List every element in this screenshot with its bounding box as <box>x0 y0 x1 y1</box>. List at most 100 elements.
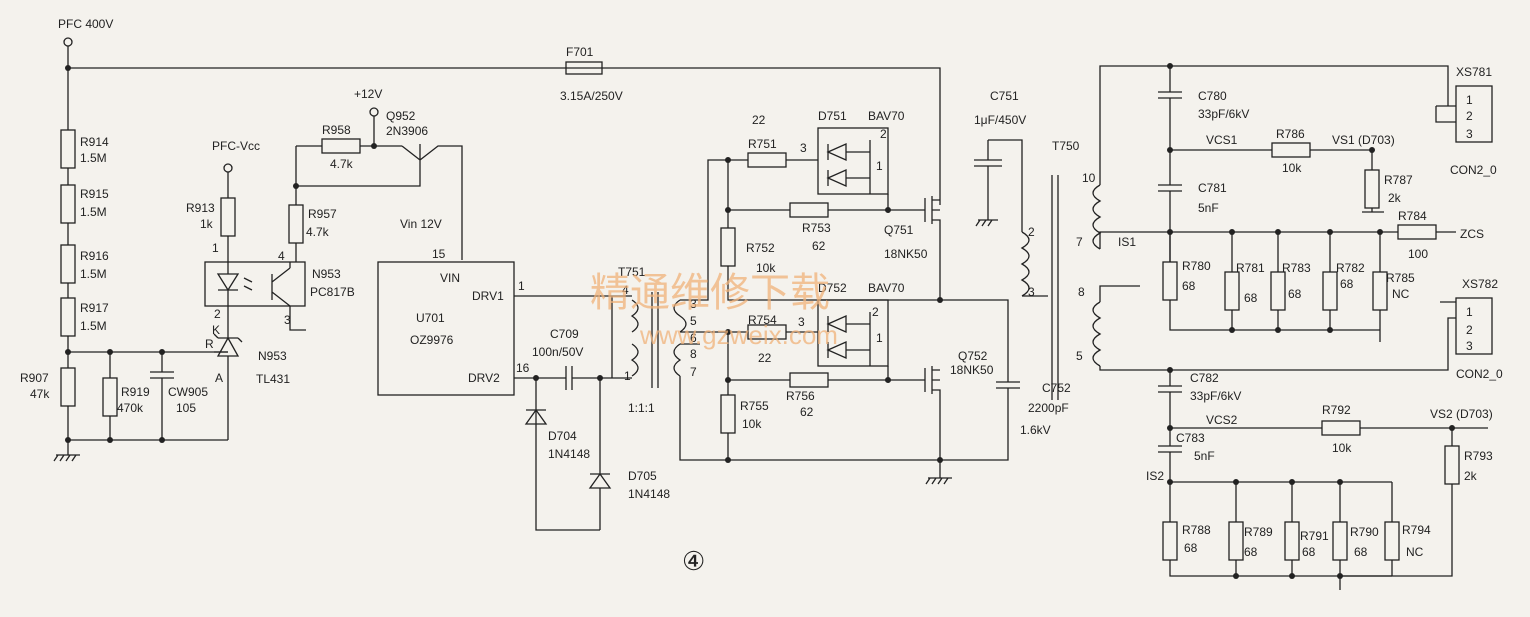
c782-val: 33pF/6kV <box>1190 389 1241 403</box>
d751-pin-1: 1 <box>876 159 883 173</box>
r791-val: 68 <box>1302 545 1316 559</box>
c780-val: 33pF/6kV <box>1198 107 1249 121</box>
r784-val: 100 <box>1408 247 1428 261</box>
vin12-label: Vin 12V <box>400 217 442 231</box>
opto-pin-3: 3 <box>284 313 291 327</box>
ground-symbol <box>925 460 952 485</box>
vs1-label: VS1 (D703) <box>1332 133 1395 147</box>
vs2-label: VS2 (D703) <box>1430 407 1493 421</box>
r755-ref: R755 <box>740 399 769 413</box>
xs782-type: CON2_0 <box>1456 367 1503 381</box>
r751-top-value: 22 <box>752 113 766 127</box>
d752-ref: D752 <box>818 281 847 295</box>
d752-pin-1: 1 <box>876 331 883 345</box>
xs782-pin-2: 2 <box>1466 323 1473 337</box>
r753-val: 62 <box>812 239 826 253</box>
xs781-pin-2: 2 <box>1466 109 1473 123</box>
r755-val: 10k <box>742 417 762 431</box>
c783-val: 5nF <box>1194 449 1215 463</box>
tl431-pin-k: K <box>212 323 220 337</box>
r793-body <box>1444 445 1460 485</box>
d752-package <box>817 299 889 367</box>
r785-val: NC <box>1392 287 1410 301</box>
r755-body <box>720 394 736 434</box>
c781-val: 5nF <box>1198 201 1219 215</box>
opto-pin-2: 2 <box>214 307 221 321</box>
d751-ref: D751 <box>818 109 847 123</box>
connector-xs782: XS782 1 2 3 CON2_0 <box>1455 277 1503 381</box>
d704-val: 1N4148 <box>548 447 590 461</box>
r788-ref: R788 <box>1182 523 1211 537</box>
zcs-label: ZCS <box>1460 227 1484 241</box>
r756-ref: R756 <box>786 389 815 403</box>
r914-body <box>60 129 76 169</box>
upper-gate-network: 22 R751 R753 62 R752 10k D751 BAV70 2 3 … <box>720 109 943 303</box>
u701-pin-16: 16 <box>516 361 530 375</box>
c751-val: 1μF/450V <box>974 113 1026 127</box>
r783-ref: R783 <box>1282 261 1311 275</box>
t750-pin-2: 2 <box>1028 225 1035 239</box>
u701-vin: VIN <box>440 271 460 285</box>
r917-val: 1.5M <box>80 319 107 333</box>
t751-pin-6: 6 <box>690 331 697 345</box>
r792-body <box>1321 420 1361 436</box>
d705-ref: D705 <box>628 469 657 483</box>
pfc-400v-terminal <box>63 37 73 47</box>
t750-pin-8: 8 <box>1078 285 1085 299</box>
r753-ref: R753 <box>802 221 831 235</box>
r790-val: 68 <box>1354 545 1368 559</box>
r958-val: 4.7k <box>330 157 354 171</box>
u701-controller: Vin 12V 15 VIN DRV1 DRV2 U701 OZ9976 1 1… <box>377 217 612 396</box>
xs782-pin-3: 3 <box>1466 339 1473 353</box>
r794-ref: R794 <box>1402 523 1431 537</box>
r915-val: 1.5M <box>80 205 107 219</box>
pfc-sense-section: PFC 400V R914 1.5M R915 1.5M R916 1.5M R… <box>20 17 941 462</box>
t751-ratio: 1:1:1 <box>628 401 655 415</box>
optocoupler-pc817: PFC-Vcc R913 1k 1 2 3 4 N953 PC817B <box>186 139 355 331</box>
r780-val: 68 <box>1182 279 1196 293</box>
r787-ref: R787 <box>1384 173 1413 187</box>
opto-val: PC817B <box>310 285 355 299</box>
r907-val: 47k <box>30 387 50 401</box>
r754-body <box>747 324 787 340</box>
xs781-pin-3: 3 <box>1466 127 1473 141</box>
r788-body <box>1162 521 1178 561</box>
t750-ref: T750 <box>1052 139 1080 153</box>
r786-val: 10k <box>1282 161 1302 175</box>
r907-body <box>60 367 76 407</box>
watermark-url: www.gzweix.com <box>639 320 838 350</box>
r787-val: 2k <box>1388 191 1402 205</box>
r752-ref: R752 <box>746 241 775 255</box>
is2-label: IS2 <box>1146 469 1164 483</box>
d752-val: BAV70 <box>868 281 905 295</box>
r787-body <box>1364 169 1380 209</box>
tl431-pin-a: A <box>215 371 223 385</box>
t750-pin-7: 7 <box>1076 235 1083 249</box>
r756-val: 62 <box>800 405 814 419</box>
r794-body <box>1384 521 1400 561</box>
r789-body <box>1228 521 1244 561</box>
r782-ref: R782 <box>1336 261 1365 275</box>
c752-val: 2200pF <box>1028 401 1069 415</box>
q751-val: 18NK50 <box>884 247 928 261</box>
t751-pin-8: 8 <box>690 347 697 361</box>
r792-ref: R792 <box>1322 403 1351 417</box>
r754-ref: R754 <box>748 313 777 327</box>
plus12v-terminal <box>369 107 379 117</box>
figure-number: ④ <box>682 546 705 576</box>
r916-ref: R916 <box>80 249 109 263</box>
r913-val: 1k <box>200 217 214 231</box>
optocoupler-body <box>204 261 306 307</box>
xs781-type: CON2_0 <box>1450 163 1497 177</box>
r919-body <box>102 377 118 417</box>
c780-ref: C780 <box>1198 89 1227 103</box>
r786-ref: R786 <box>1276 127 1305 141</box>
xs782-body <box>1455 297 1493 355</box>
r752-body <box>720 227 736 267</box>
tl431-regulator: R K A N953 TL431 <box>205 320 290 440</box>
r916-val: 1.5M <box>80 267 107 281</box>
xs781-body <box>1455 85 1493 143</box>
opto-ref: N953 <box>312 267 341 281</box>
q952-val: 2N3906 <box>386 124 428 138</box>
d751-val: BAV70 <box>868 109 905 123</box>
